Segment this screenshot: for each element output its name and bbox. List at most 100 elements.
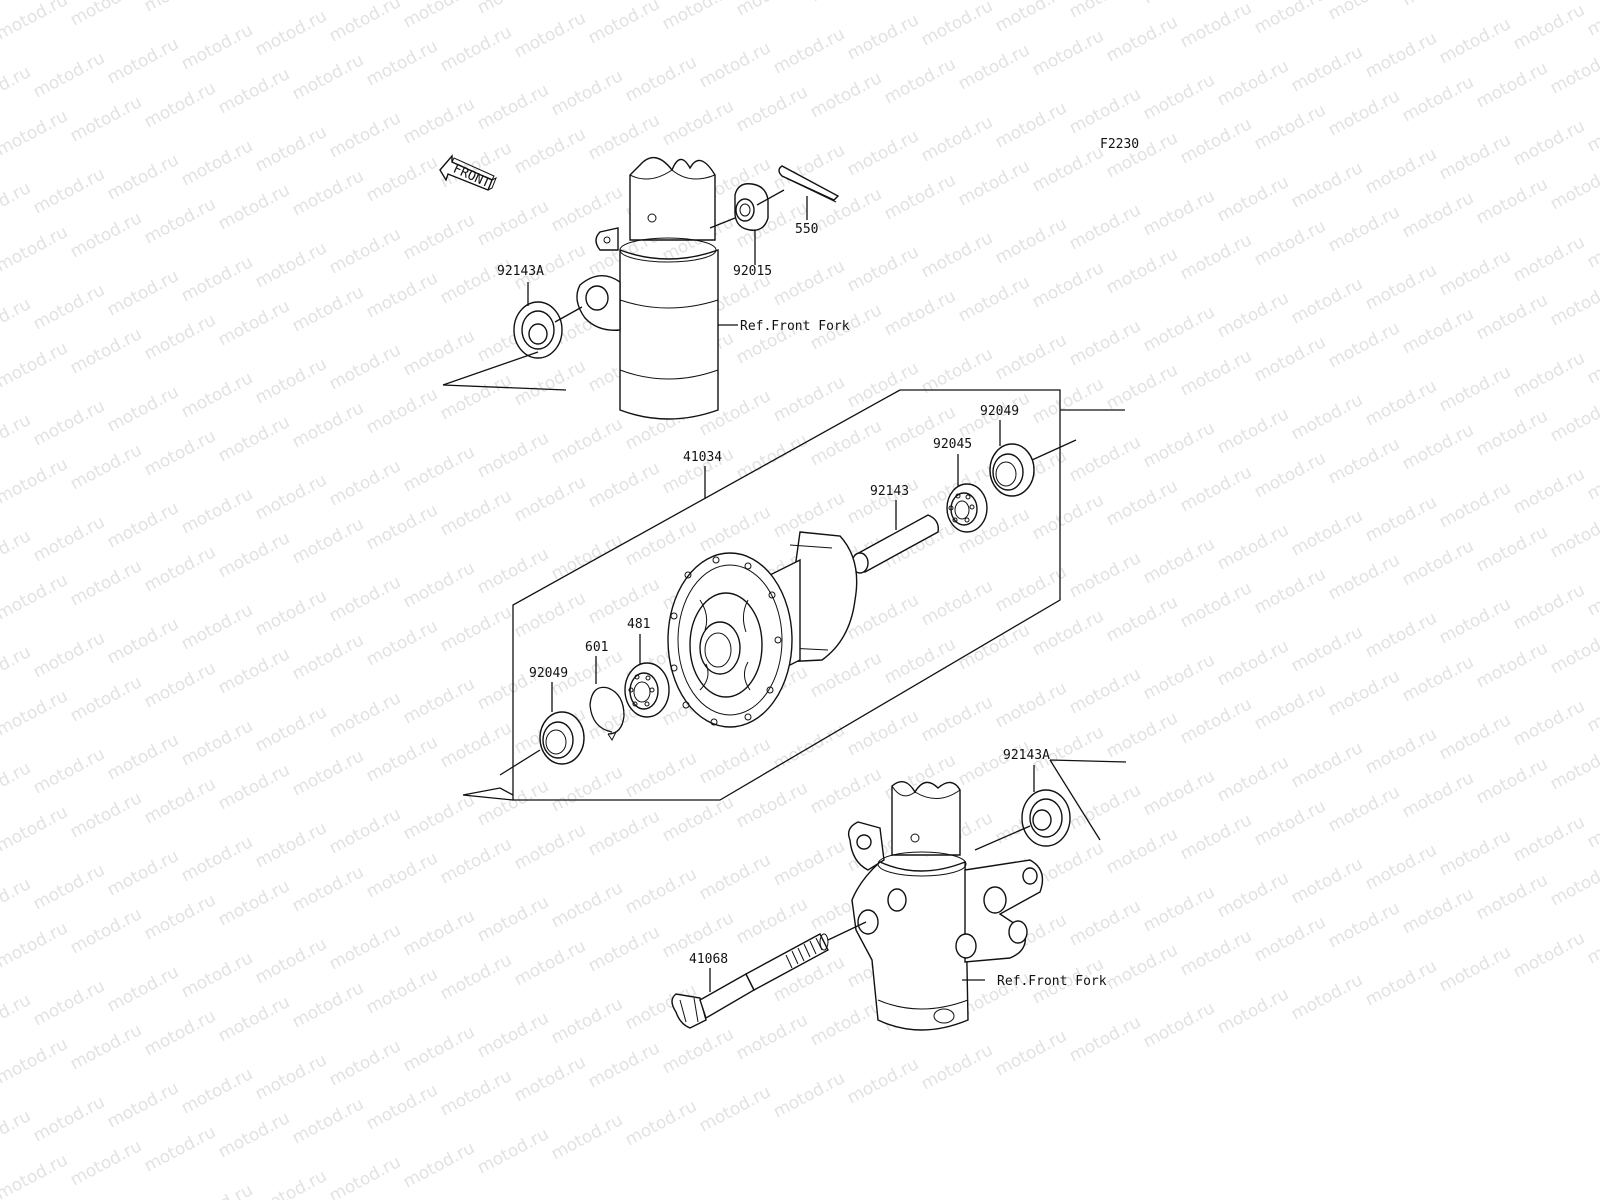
label-92015: 92015 <box>733 264 772 279</box>
watermark-text: motod.ru <box>1399 652 1477 706</box>
watermark-text: motod.ru <box>1436 130 1514 184</box>
watermark-text: motod.ru <box>289 630 367 684</box>
watermark-text: motod.ru <box>1177 230 1255 284</box>
watermark-text: motod.ru <box>67 0 145 30</box>
watermark-text: motod.ru <box>1103 12 1181 66</box>
watermark-text: motod.ru <box>1325 666 1403 720</box>
watermark-text: motod.ru <box>844 474 922 528</box>
watermark-text: motod.ru <box>548 66 626 120</box>
watermark-text: motod.ru <box>1177 0 1255 52</box>
label-481: 481 <box>627 617 650 632</box>
watermark-text: motod.ru <box>622 864 700 918</box>
watermark-text: motod.ru <box>363 384 441 438</box>
watermark-text: motod.ru <box>1399 72 1477 126</box>
watermark-text: motod.ru <box>585 922 663 976</box>
watermark-text: motod.ru <box>141 426 219 480</box>
watermark-text: motod.ru <box>1066 896 1144 950</box>
watermark-text: motod.ru <box>215 644 293 698</box>
watermark-text: motod.ru <box>326 804 404 858</box>
watermark-text: motod.ru <box>696 502 774 556</box>
watermark-text: motod.ru <box>437 22 515 76</box>
watermark-text: motod.ru <box>30 396 108 450</box>
watermark-text: motod.ru <box>696 1082 774 1136</box>
watermark-text: motod.ru <box>0 918 71 972</box>
watermark-text: motod.ru <box>437 834 515 888</box>
watermark-text: motod.ru <box>733 778 811 832</box>
watermark-text: motod.ru <box>437 718 515 772</box>
watermark-text: motod.ru <box>1547 392 1600 446</box>
watermark-text: motod.ru <box>474 196 552 250</box>
label-41034: 41034 <box>683 450 722 465</box>
bearing-92045 <box>946 483 988 533</box>
watermark-text: motod.ru <box>363 268 441 322</box>
watermark-text: motod.ru <box>252 1050 330 1104</box>
watermark-text: motod.ru <box>1436 14 1514 68</box>
watermark-text: motod.ru <box>1362 376 1440 430</box>
watermark-text: motod.ru <box>215 64 293 118</box>
watermark-text: motod.ru <box>215 0 293 2</box>
watermark-text: motod.ru <box>1177 694 1255 748</box>
watermark-text: motod.ru <box>955 272 1033 326</box>
watermark-text: motod.ru <box>1510 348 1588 402</box>
watermark-text: motod.ru <box>1547 740 1600 794</box>
watermark-text: motod.ru <box>918 0 996 50</box>
label-92143: 92143 <box>870 484 909 499</box>
watermark-text: motod.ru <box>585 0 663 48</box>
watermark-text: motod.ru <box>289 398 367 452</box>
watermark-text: motod.ru <box>178 600 256 654</box>
watermark-text: motod.ru <box>289 1094 367 1148</box>
watermark-text: motod.ru <box>511 356 589 410</box>
watermark-text: motod.ru <box>992 0 1070 36</box>
watermark-text: motod.ru <box>1584 450 1600 504</box>
watermark-text: motod.ru <box>104 846 182 900</box>
watermark-text: motod.ru <box>363 616 441 670</box>
watermark-text: motod.ru <box>733 894 811 948</box>
watermark-text: motod.ru <box>511 8 589 62</box>
watermark-text: motod.ru <box>955 620 1033 674</box>
watermark-text: motod.ru <box>548 1110 626 1164</box>
watermark-text: motod.ru <box>178 1180 256 1200</box>
watermark-text: motod.ru <box>1140 534 1218 588</box>
watermark-text: motod.ru <box>844 358 922 412</box>
watermark-text: motod.ru <box>1066 432 1144 486</box>
watermark-text: motod.ru <box>215 992 293 1046</box>
watermark-text: motod.ru <box>1029 142 1107 196</box>
watermark-text: motod.ru <box>1066 84 1144 138</box>
watermark-text: motod.ru <box>585 110 663 164</box>
watermark-text: motod.ru <box>844 10 922 64</box>
watermark-text: motod.ru <box>1399 536 1477 590</box>
watermark-text: motod.ru <box>0 0 71 44</box>
watermark-text: motod.ru <box>770 372 848 426</box>
watermark-text: motod.ru <box>252 238 330 292</box>
watermark-text: motod.ru <box>1362 840 1440 894</box>
watermark-text: motod.ru <box>437 950 515 1004</box>
watermark-text: motod.ru <box>807 68 885 122</box>
watermark-text: motod.ru <box>807 764 885 818</box>
watermark-text: motod.ru <box>1177 462 1255 516</box>
label-92049-right: 92049 <box>980 404 1019 419</box>
watermark-text: motod.ru <box>1251 796 1329 850</box>
watermark-text: motod.ru <box>0 1150 71 1200</box>
watermark-text: motod.ru <box>178 1064 256 1118</box>
label-ref-front-fork-bottom: Ref.Front Fork <box>997 974 1107 989</box>
watermark-text: motod.ru <box>548 762 626 816</box>
watermark-text: motod.ru <box>474 0 552 18</box>
watermark-text: motod.ru <box>1103 824 1181 878</box>
watermark-text: motod.ru <box>585 806 663 860</box>
watermark-text: motod.ru <box>1362 492 1440 546</box>
watermark-text: motod.ru <box>955 736 1033 790</box>
watermark-text: motod.ru <box>0 338 71 392</box>
watermark-text: motod.ru <box>1547 276 1600 330</box>
label-92045: 92045 <box>933 437 972 452</box>
watermark-text: motod.ru <box>1473 58 1551 112</box>
axle-bolt-41068 <box>671 933 829 1029</box>
watermark-text: motod.ru <box>1547 160 1600 214</box>
watermark-text: motod.ru <box>1362 28 1440 82</box>
watermark-text: motod.ru <box>770 24 848 78</box>
watermark-text: motod.ru <box>289 862 367 916</box>
watermark-text: motod.ru <box>1436 942 1514 996</box>
watermark-text: motod.ru <box>1251 448 1329 502</box>
watermark-text: motod.ru <box>400 326 478 380</box>
watermark-text: motod.ru <box>326 1152 404 1200</box>
